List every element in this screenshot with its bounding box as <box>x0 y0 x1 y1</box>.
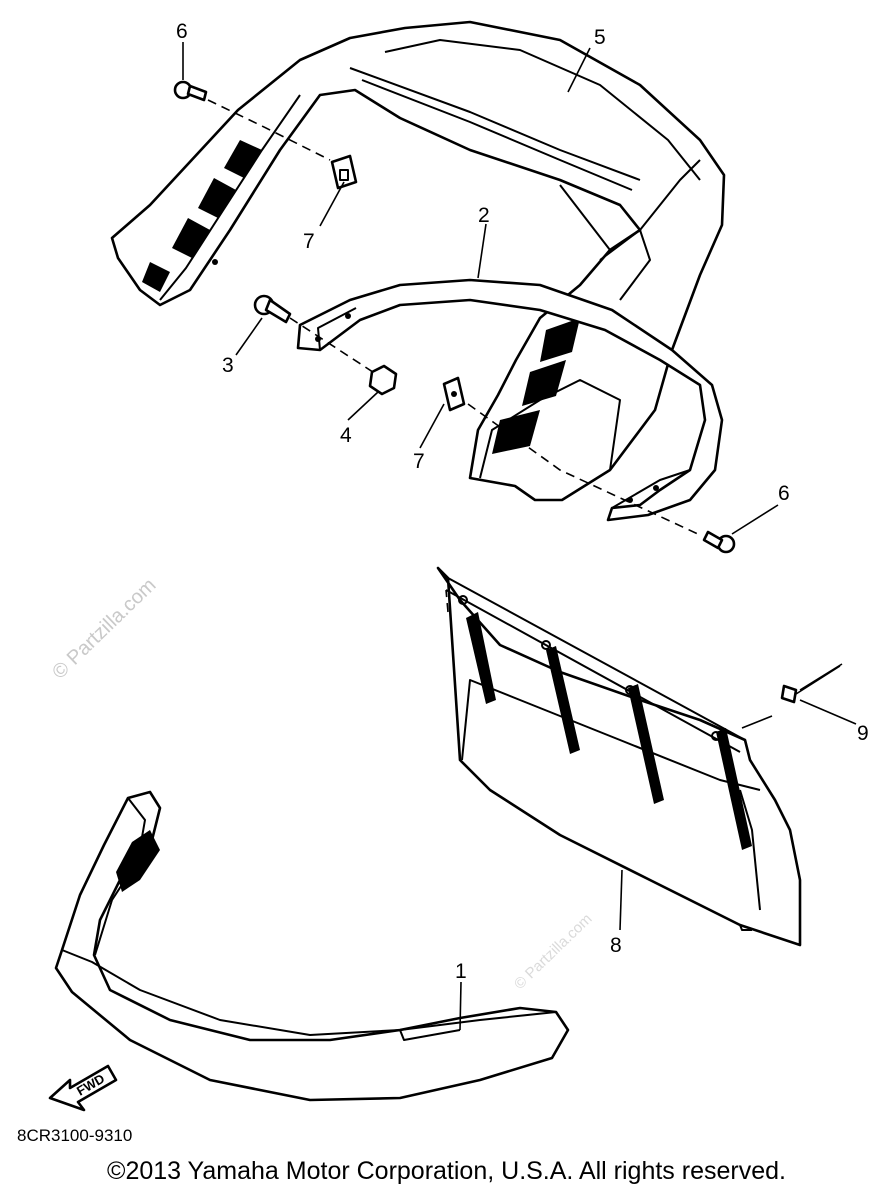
part-7-clip-middle[interactable] <box>442 376 466 412</box>
callout-4: 4 <box>340 424 352 447</box>
part-4-nut[interactable] <box>368 364 398 396</box>
watermark-text: © Partzilla.com <box>511 910 596 992</box>
diagram-code: 8CR3100-9310 <box>17 1126 133 1145</box>
part-2-grab-bar[interactable] <box>296 278 724 522</box>
part-9-rivet[interactable] <box>780 663 843 704</box>
callout-6-right: 6 <box>778 482 790 505</box>
forward-direction-arrow: FWD <box>48 1064 118 1112</box>
part-7-clip-top[interactable] <box>330 154 358 190</box>
callout-labels: 6 5 2 7 3 4 7 6 9 8 1 <box>176 20 869 983</box>
part-8-mud-flap[interactable] <box>436 566 802 947</box>
copyright-notice: ©2013 Yamaha Motor Corporation, U.S.A. A… <box>107 1157 786 1185</box>
callout-9: 9 <box>857 722 869 745</box>
callout-7-middle: 7 <box>413 450 425 473</box>
part-1-front-bumper[interactable] <box>54 790 570 1102</box>
part-6-bolt-right[interactable] <box>702 530 736 554</box>
callout-3: 3 <box>222 354 234 377</box>
callout-1: 1 <box>455 960 467 983</box>
assembly-lines <box>207 99 701 613</box>
callout-2: 2 <box>478 204 490 227</box>
part-3-bolt[interactable] <box>253 294 292 324</box>
leader-lines <box>182 42 857 1031</box>
watermark-text: © Partzilla.com <box>48 574 160 683</box>
callout-8: 8 <box>610 934 622 957</box>
callout-5: 5 <box>594 26 606 49</box>
callout-6-top: 6 <box>176 20 188 43</box>
callout-7-top: 7 <box>303 230 315 253</box>
part-6-bolt-top[interactable] <box>173 80 208 102</box>
part-5-rear-carrier[interactable] <box>110 20 726 502</box>
